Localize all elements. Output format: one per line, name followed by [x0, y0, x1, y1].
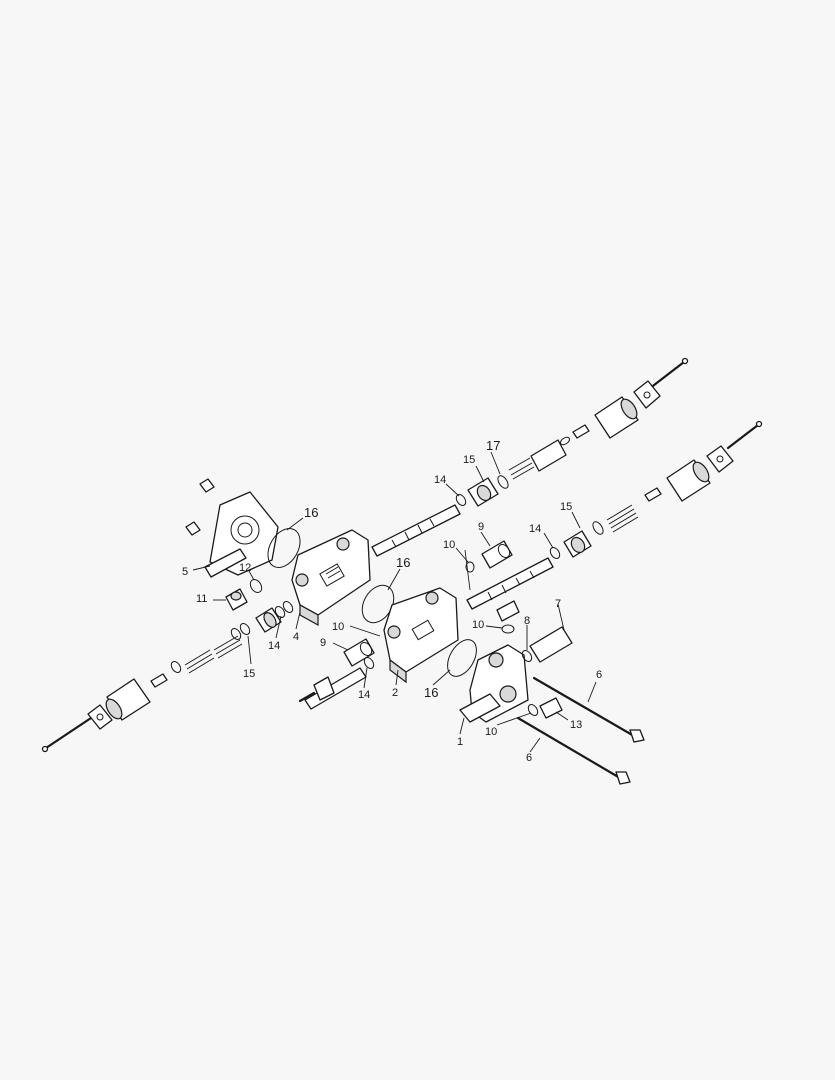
callout-15-upper: 15: [463, 454, 475, 466]
callout-1: 1: [457, 736, 463, 748]
inlet-section-1: [459, 644, 529, 723]
callout-10-mid: 10: [472, 619, 484, 631]
callout-5: 5: [182, 566, 188, 578]
callout-labels: 1 2 4 5 6 6 7 8 9 9 10 10 10 10 11 12 13…: [182, 438, 602, 764]
lower-tie-rod: [726, 423, 760, 450]
end-cover: [185, 478, 279, 578]
callout-14-upper: 14: [434, 474, 446, 486]
callout-7: 7: [555, 598, 561, 610]
upper-rod-tip: [681, 357, 689, 365]
upper-spool-assembly: [371, 357, 689, 557]
callout-13: 13: [570, 719, 582, 731]
leader-lines: [192, 451, 597, 753]
plug-top: [496, 600, 520, 622]
callout-15-right: 15: [560, 501, 572, 513]
lower-spring: [606, 504, 639, 533]
ring-10-mid: [501, 624, 515, 634]
callout-6-lower: 6: [526, 752, 532, 764]
upper-spring: [530, 439, 567, 472]
left-spool-assembly: [41, 601, 294, 753]
left-tie-rod: [44, 714, 96, 750]
valve-section-4: [291, 529, 371, 627]
left-lower-spool: [304, 667, 367, 710]
callout-16-lower: 16: [424, 685, 438, 700]
callout-12: 12: [239, 562, 251, 574]
callout-14-left: 14: [268, 640, 280, 652]
ring-12: [249, 579, 263, 593]
check-plug-right: [481, 540, 513, 569]
lower-spool-assembly: [466, 420, 763, 610]
relief-cap-7: [529, 626, 573, 663]
callout-16-upper: 16: [304, 505, 318, 520]
callout-2: 2: [392, 687, 398, 699]
callout-10-lower: 10: [485, 726, 497, 738]
callout-11: 11: [196, 593, 207, 605]
upper-end-flange: [633, 380, 661, 409]
lower-end-flange: [706, 445, 734, 473]
left-end-flange: [87, 704, 113, 730]
callout-6-upper: 6: [596, 669, 602, 681]
callout-17: 17: [486, 438, 500, 453]
callout-8: 8: [524, 615, 530, 627]
callout-14-right: 14: [529, 523, 541, 535]
callout-4: 4: [293, 631, 299, 643]
callout-9-upper: 9: [478, 521, 484, 533]
callout-10-upper: 10: [443, 539, 455, 551]
o-ring-lower: [447, 639, 477, 677]
lower-spool: [466, 557, 554, 610]
valve-section-2: [383, 587, 459, 684]
check-plug-left: [343, 638, 375, 667]
callout-9-left: 9: [320, 637, 326, 649]
cover-nut-left: [185, 521, 201, 536]
callout-10-left: 10: [332, 621, 344, 633]
left-spring: [184, 649, 215, 674]
cover-nut-top: [199, 478, 215, 493]
tie-bolt-upper: [532, 676, 636, 738]
tie-bolt-lower: [516, 716, 622, 780]
callout-14-lower: 14: [358, 689, 370, 701]
ring-10-upper: [465, 561, 475, 573]
plug-13: [539, 697, 563, 719]
callout-15-left: 15: [243, 668, 255, 680]
callout-16-middle: 16: [396, 555, 410, 570]
o-ring-upper: [267, 528, 301, 568]
